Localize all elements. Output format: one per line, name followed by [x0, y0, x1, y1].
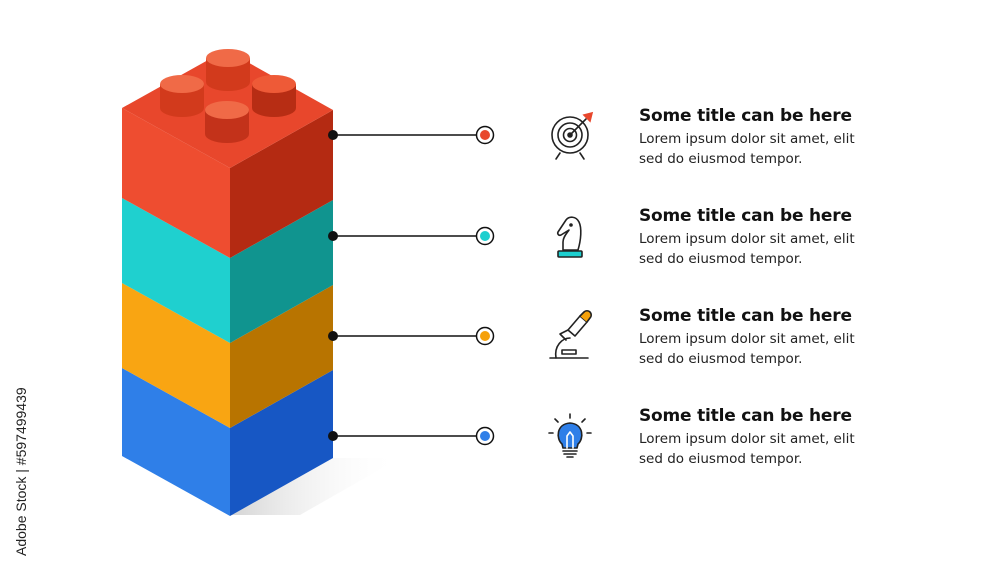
stud-back	[206, 49, 250, 91]
brick-orange	[122, 283, 333, 428]
step-description-line: sed do eiusmod tempor.	[639, 251, 803, 267]
step-description-line: Lorem ipsum dolor sit amet, elit	[639, 331, 855, 347]
step-description: Lorem ipsum dolor sit amet, elit sed do …	[639, 129, 959, 169]
step-item-4: Some title can be here Lorem ipsum dolor…	[639, 405, 959, 469]
connector-end-dot	[480, 431, 490, 441]
step-description: Lorem ipsum dolor sit amet, elit sed do …	[639, 429, 959, 469]
connector-start-dot	[328, 331, 338, 341]
connector-start-dot	[328, 231, 338, 241]
lightbulb-icon	[548, 413, 592, 458]
step-title: Some title can be here	[639, 206, 852, 226]
brick-teal	[122, 198, 333, 343]
tower-shadow	[230, 458, 400, 515]
connector-start-dot	[328, 431, 338, 441]
step-description: Lorem ipsum dolor sit amet, elit sed do …	[639, 329, 959, 369]
step-title: Some title can be here	[639, 106, 852, 126]
brick-tower	[122, 49, 333, 516]
step-description-line: Lorem ipsum dolor sit amet, elit	[639, 431, 855, 447]
connector-end-dot	[480, 331, 490, 341]
step-description-line: sed do eiusmod tempor.	[639, 151, 803, 167]
stud-front	[205, 101, 249, 143]
step-description-line: sed do eiusmod tempor.	[639, 351, 803, 367]
step-description: Lorem ipsum dolor sit amet, elit sed do …	[639, 229, 959, 269]
brick-blue	[122, 368, 333, 516]
step-title: Some title can be here	[639, 306, 852, 326]
stud-right	[252, 75, 296, 117]
chess-knight-icon	[556, 216, 583, 258]
step-item-1: Some title can be here Lorem ipsum dolor…	[639, 105, 959, 169]
stock-id-text: Adobe Stock | #597499439	[13, 387, 29, 556]
step-item-3: Some title can be here Lorem ipsum dolor…	[639, 305, 959, 369]
target-arrow-icon	[551, 111, 594, 160]
microscope-icon	[549, 309, 593, 359]
stud-left	[160, 75, 204, 117]
step-description-line: Lorem ipsum dolor sit amet, elit	[639, 231, 855, 247]
connector-start-dot	[328, 130, 338, 140]
step-title: Some title can be here	[639, 406, 852, 426]
stock-id-label: Adobe Stock | #597499439	[13, 387, 29, 556]
step-description-line: sed do eiusmod tempor.	[639, 451, 803, 467]
step-item-2: Some title can be here Lorem ipsum dolor…	[639, 205, 959, 269]
connector-end-dot	[480, 130, 490, 140]
connector-lines	[328, 125, 495, 446]
step-description-line: Lorem ipsum dolor sit amet, elit	[639, 131, 855, 147]
connector-end-dot	[480, 231, 490, 241]
